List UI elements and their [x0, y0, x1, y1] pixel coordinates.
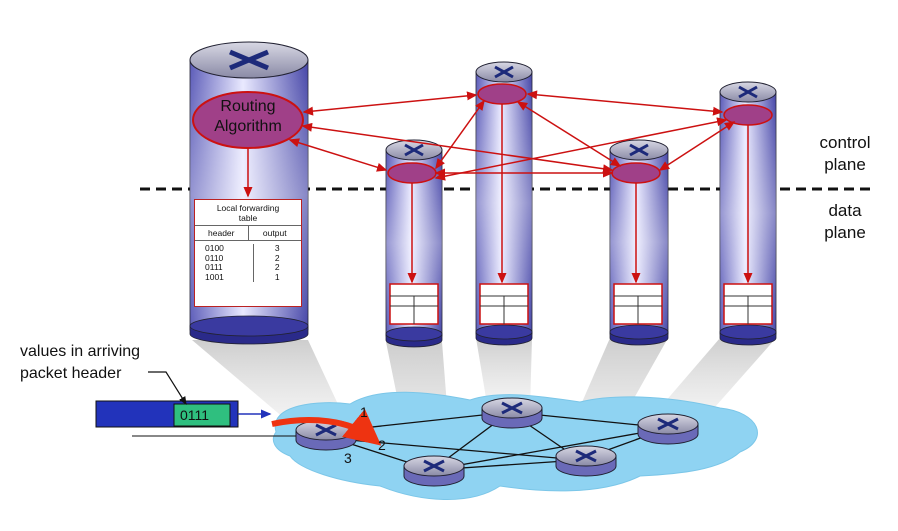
- output-column-label: output: [262, 228, 287, 238]
- network-router-5: [637, 413, 699, 445]
- routing-label-line-1: Routing: [220, 98, 276, 115]
- forwarding-table-header: header output: [195, 226, 301, 241]
- ctrl-arrow: [516, 101, 622, 167]
- forwarding-table-title: Local forwarding table: [195, 200, 301, 226]
- ctrl-arrow: [302, 91, 478, 116]
- header-column-label: header: [195, 226, 249, 240]
- beam-router-3: [476, 338, 532, 410]
- forwarding-table-body: 0100 3 0110 2 0111 2 1001 1: [195, 241, 301, 282]
- data-plane-label: data plane: [824, 201, 866, 242]
- control-plane-label: control plane: [819, 133, 871, 174]
- link-number-2: 2: [378, 437, 386, 453]
- router-cylinder-5: [719, 81, 777, 346]
- ctrl-arrow: [526, 90, 724, 116]
- forward-to-port-arrow: [271, 408, 382, 446]
- packet-header-field: [173, 403, 231, 427]
- network-router-4: [555, 445, 617, 477]
- routing-label-line-2: Algorithm: [214, 118, 282, 135]
- table-row: 0111 2: [195, 262, 301, 273]
- link-number-3: 3: [344, 450, 352, 466]
- local-control-agent: [723, 104, 773, 126]
- packet-header-value: 0111: [180, 407, 210, 423]
- values-pointer-arrow: [148, 371, 187, 406]
- network-router-2: [403, 455, 465, 487]
- network-router-3: [481, 397, 543, 429]
- ctrl-arrow: [658, 121, 736, 171]
- table-row: 0100 3: [195, 243, 301, 254]
- router-cylinder-3: [475, 61, 533, 346]
- link-r2-r5: [431, 427, 669, 471]
- control-messages: [288, 90, 736, 181]
- router-cylinder-2: [385, 139, 443, 348]
- table-row: 0110 2: [195, 253, 301, 263]
- local-control-agent: [477, 83, 527, 105]
- local-forwarding-table: Local forwarding table header output 010…: [194, 199, 302, 307]
- network-cloud: [272, 391, 758, 500]
- link-number-1: 1: [360, 404, 368, 420]
- local-control-agent: [387, 162, 437, 184]
- values-arriving-label: values in arriving packet header: [20, 343, 141, 382]
- arriving-packet: [95, 371, 296, 437]
- router-cylinder-4: [609, 139, 669, 346]
- routing-algorithm-label: Routing Algorithm: [196, 97, 300, 137]
- table-row: 1001 1: [195, 272, 301, 282]
